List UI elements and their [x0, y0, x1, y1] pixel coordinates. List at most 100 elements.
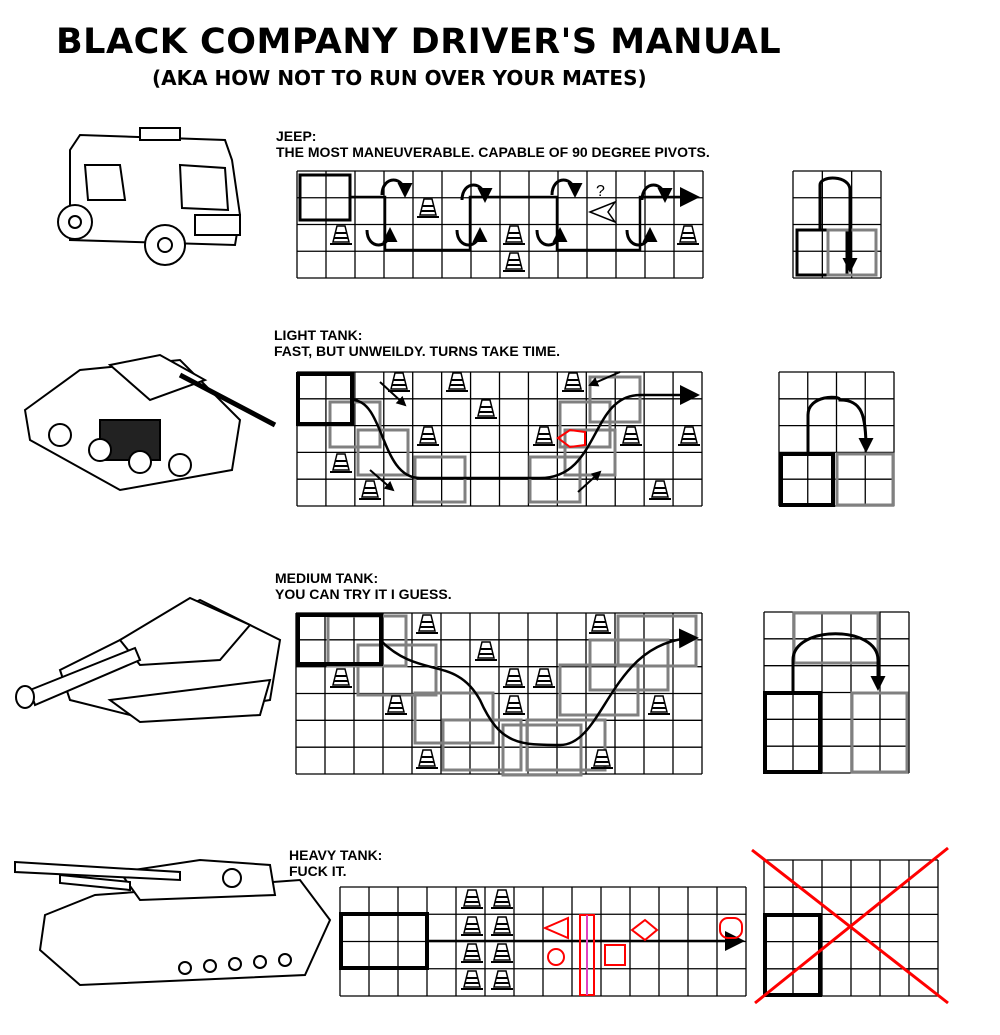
traffic-cone-icon [503, 695, 525, 715]
light-tank-ghost-position [356, 428, 410, 477]
pivot-arrow [365, 227, 398, 247]
question-mark: ? [596, 183, 605, 200]
jeep-pivot-grid [792, 170, 882, 279]
light-tank-label: LIGHT TANK: FAST, BUT UNWEILDY. TURNS TA… [274, 327, 560, 359]
heavy-tank-grid [339, 886, 747, 997]
traffic-cone-icon [416, 749, 438, 769]
medium-tank-ghost-position [441, 718, 523, 772]
heavy-tank-name: HEAVY TANK: [289, 847, 383, 863]
traffic-cone-icon [620, 426, 642, 446]
jeep-name: JEEP: [276, 128, 317, 144]
traffic-cone-icon [677, 225, 699, 245]
medium-tank-drawing [15, 596, 282, 724]
traffic-cone-icon [491, 889, 513, 909]
light-tank-ghost-position [558, 400, 612, 449]
jeep-description: THE MOST MANEUVERABLE. CAPABLE OF 90 DEG… [276, 144, 710, 160]
traffic-cone-icon [562, 372, 584, 392]
traffic-cone-icon [461, 943, 483, 963]
light-tank-turn-arrow [379, 381, 407, 407]
crushed-cone-icon [630, 918, 659, 942]
pivot-arrow [460, 183, 493, 203]
traffic-cone-icon [388, 372, 410, 392]
medium-tank-route-arrow [379, 628, 699, 747]
light-tank-marker-icon [556, 428, 586, 449]
medium-tank-turn-middle [792, 611, 880, 665]
medium-tank-ghost-position [413, 691, 495, 745]
traffic-cone-icon [330, 225, 352, 245]
pivot-arrow [550, 178, 583, 198]
jeep-pivot-arrow [818, 176, 858, 273]
jeep-marker-icon [587, 200, 618, 224]
pivot-arrow [380, 178, 413, 198]
light-tank-ghost-position [588, 375, 642, 424]
traffic-cone-icon [533, 426, 555, 446]
medium-tank-label: MEDIUM TANK: YOU CAN TRY IT I GUESS. [275, 570, 452, 602]
heavy-tank-turn-start [763, 913, 822, 997]
traffic-cone-icon [491, 943, 513, 963]
jeep-route-arrow [350, 187, 700, 252]
traffic-cone-icon [330, 668, 352, 688]
traffic-cone-icon [330, 453, 352, 473]
pivot-arrow [535, 227, 568, 247]
traffic-cone-icon [461, 970, 483, 990]
traffic-cone-icon [491, 916, 513, 936]
pivot-arrow [455, 227, 488, 247]
traffic-cone-icon [649, 480, 671, 500]
crushed-cone-icon [547, 948, 565, 966]
light-tank-route-arrow [351, 385, 700, 480]
medium-tank-ghost-position [501, 723, 583, 777]
traffic-cone-icon [678, 426, 700, 446]
traffic-cone-icon [461, 916, 483, 936]
traffic-cone-icon [417, 426, 439, 446]
traffic-cone-icon [648, 695, 670, 715]
light-tank-turn-arrow [369, 469, 395, 492]
light-tank-ghost-position [563, 428, 617, 477]
jeep-pivot-start [795, 228, 849, 277]
crushed-cone-icon [719, 917, 743, 939]
page-title: BLACK COMPANY DRIVER'S MANUAL [56, 22, 782, 62]
light-tank-name: LIGHT TANK: [274, 327, 363, 343]
page-subtitle: (AKA HOW NOT TO RUN OVER YOUR MATES) [152, 66, 647, 90]
traffic-cone-icon [533, 668, 555, 688]
heavy-tank-label: HEAVY TANK: FUCK IT. [289, 847, 382, 879]
traffic-cone-icon [385, 695, 407, 715]
traffic-cone-icon [503, 252, 525, 272]
crushed-cone-icon [604, 944, 626, 966]
medium-tank-ghost-position [356, 643, 438, 697]
medium-tank-turn-end [850, 691, 909, 774]
pivot-arrow [625, 227, 658, 247]
traffic-cone-icon [591, 749, 613, 769]
heavy-tank-description: FUCK IT. [289, 863, 347, 879]
light-tank-ghost-position [528, 455, 582, 504]
light-tank-turn-arrow [577, 470, 602, 493]
traffic-cone-icon [417, 198, 439, 218]
crushed-cone-icon [542, 916, 569, 940]
traffic-cone-icon [589, 614, 611, 634]
jeep-drawing [57, 127, 242, 266]
light-tank-ghost-position [413, 455, 467, 504]
traffic-cone-icon [446, 372, 468, 392]
jeep-maneuver-grid [296, 170, 704, 279]
traffic-cone-icon [461, 889, 483, 909]
traffic-cone-icon [475, 399, 497, 419]
traffic-cone-icon [416, 614, 438, 634]
light-tank-turn-arrow [806, 395, 874, 454]
red-x-stroke [754, 846, 949, 1005]
medium-tank-ghost-position [326, 614, 408, 668]
traffic-cone-icon [503, 668, 525, 688]
pivot-arrow [640, 183, 673, 203]
traffic-cone-icon [359, 480, 381, 500]
light-tank-turn-arrow [588, 371, 621, 387]
light-tank-description: FAST, BUT UNWEILDY. TURNS TAKE TIME. [274, 343, 560, 359]
medium-tank-turn-arrow [791, 632, 886, 693]
light-tank-turn-end [835, 452, 895, 507]
jeep-pivot-end [826, 228, 878, 277]
heavy-tank-drawing [14, 858, 332, 987]
traffic-cone-icon [491, 970, 513, 990]
jeep-label: JEEP: THE MOST MANEUVERABLE. CAPABLE OF … [276, 128, 710, 160]
medium-tank-description: YOU CAN TRY IT I GUESS. [275, 586, 452, 602]
traffic-cone-icon [503, 225, 525, 245]
light-tank-drawing [23, 353, 277, 492]
medium-tank-name: MEDIUM TANK: [275, 570, 379, 586]
